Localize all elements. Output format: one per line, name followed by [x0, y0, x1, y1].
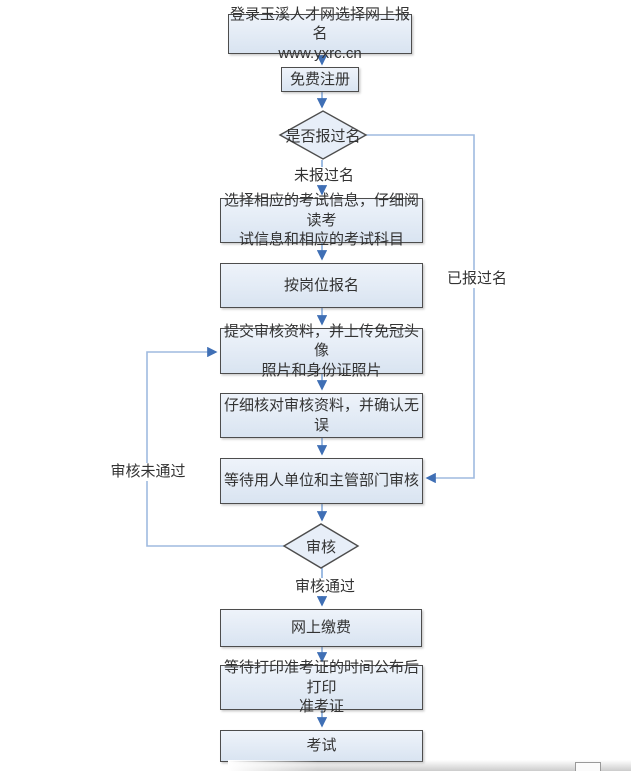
bottom-window-shadow [228, 760, 631, 771]
node-free-register: 免费注册 [281, 67, 359, 92]
node-exam: 考试 [220, 730, 423, 762]
edge-label-review-failed: 审核未通过 [108, 463, 188, 481]
node-verify-materials: 仔细核对审核资料，并确认无误 [220, 393, 423, 438]
connector-already-registered [366, 134, 475, 484]
node-wait-review: 等待用人单位和主管部门审核 [220, 458, 423, 504]
bottom-partial-element [575, 762, 601, 771]
connector-review-failed [146, 346, 284, 547]
node-pay-online: 网上缴费 [220, 609, 422, 647]
edge-label-not-registered: 未报过名 [282, 167, 366, 185]
node-print-ticket: 等待打印准考证的时间公布后打印 准考证 [220, 659, 423, 715]
decision-review-label: 审核 [305, 538, 336, 556]
edge-label-review-passed: 审核通过 [292, 578, 358, 596]
edge-label-already-registered: 已报过名 [444, 270, 510, 288]
decision-registered-label: 是否报过名 [285, 127, 361, 145]
node-submit-materials: 提交审核资料，并上传免冠头像 照片和身份证照片 [220, 323, 423, 379]
decision-registered-shape [278, 110, 368, 160]
decision-review-shape [282, 523, 360, 569]
node-apply-by-post: 按岗位报名 [220, 263, 423, 308]
node-select-exam-info: 选择相应的考试信息，仔细阅读考 试信息和相应的考试科目 [220, 192, 423, 248]
node-login: 登录玉溪人才网选择网上报名 www.yxrc.cn [228, 5, 412, 62]
bottom-shadow-fade [228, 760, 318, 771]
